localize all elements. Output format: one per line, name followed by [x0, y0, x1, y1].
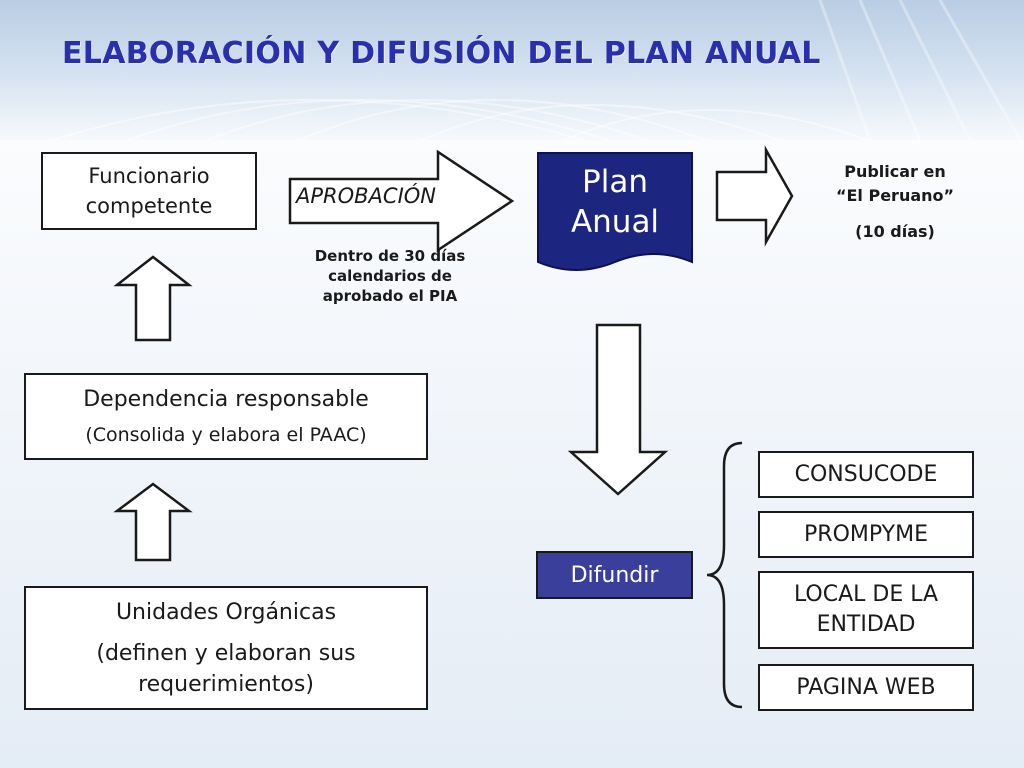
publicar-line3: (10 días) [855, 222, 935, 241]
unidades-box: Unidades Orgánicas (definen y elaboran s… [24, 586, 428, 710]
difundir-label: Difundir [570, 562, 659, 588]
destino-pagina-web: PAGINA WEB [758, 664, 974, 711]
header-banner [0, 0, 1024, 140]
unidades-line3: requerimientos) [138, 671, 314, 697]
funcionario-line2: competente [85, 194, 213, 218]
dependencia-line1: Dependencia responsable [83, 386, 369, 412]
destino-consucode-label: CONSUCODE [794, 461, 938, 487]
plazo-line1: Dentro de 30 días [314, 247, 466, 265]
publicar-line2: “El Peruano” [835, 186, 955, 205]
dependencia-line2: (Consolida y elabora el PAAC) [85, 423, 367, 446]
dependencia-box: Dependencia responsable (Consolida y ela… [24, 373, 428, 460]
destino-prompyme: PROMPYME [758, 511, 974, 558]
up-arrow-to-funcionario [113, 255, 193, 342]
publicar-arrow [715, 145, 794, 247]
plan-anual-line2: Anual [570, 204, 660, 240]
unidades-line2: (definen y elaboran sus [96, 640, 356, 666]
plan-anual-line1: Plan [582, 164, 648, 200]
destino-pagina-web-label: PAGINA WEB [796, 674, 936, 700]
publicar-line1: Publicar en [844, 162, 946, 181]
destino-consucode: CONSUCODE [758, 451, 974, 498]
aprobacion-arrow [288, 149, 515, 253]
curly-brace [706, 441, 743, 709]
publicar-note: Publicar en “El Peruano” (10 días) [800, 160, 990, 244]
aprobacion-label: APROBACIÓN [296, 184, 437, 208]
banner-decoration [50, 0, 1022, 140]
difundir-box: Difundir [536, 551, 693, 599]
unidades-line1: Unidades Orgánicas [115, 599, 337, 625]
down-arrow-to-difundir [567, 323, 669, 496]
slide-title: ELABORACIÓN Y DIFUSIÓN DEL PLAN ANUAL [62, 36, 821, 71]
destino-prompyme-label: PROMPYME [804, 521, 928, 547]
plazo-line3: aprobado el PIA [322, 287, 458, 305]
destino-local-entidad: LOCAL DE LA ENTIDAD [758, 571, 974, 649]
up-arrow-to-dependencia [113, 482, 193, 562]
plazo-aprobacion-note: Dentro de 30 días calendarios de aprobad… [290, 246, 490, 306]
plan-anual-text: Plan Anual [538, 162, 692, 242]
plazo-line2: calendarios de [328, 267, 452, 285]
funcionario-line1: Funcionario [88, 164, 210, 188]
funcionario-box: Funcionario competente [41, 152, 257, 230]
destino-local-line1: LOCAL DE LA [793, 582, 939, 607]
plan-anual-shape [537, 152, 693, 271]
destino-local-line2: ENTIDAD [816, 612, 916, 637]
